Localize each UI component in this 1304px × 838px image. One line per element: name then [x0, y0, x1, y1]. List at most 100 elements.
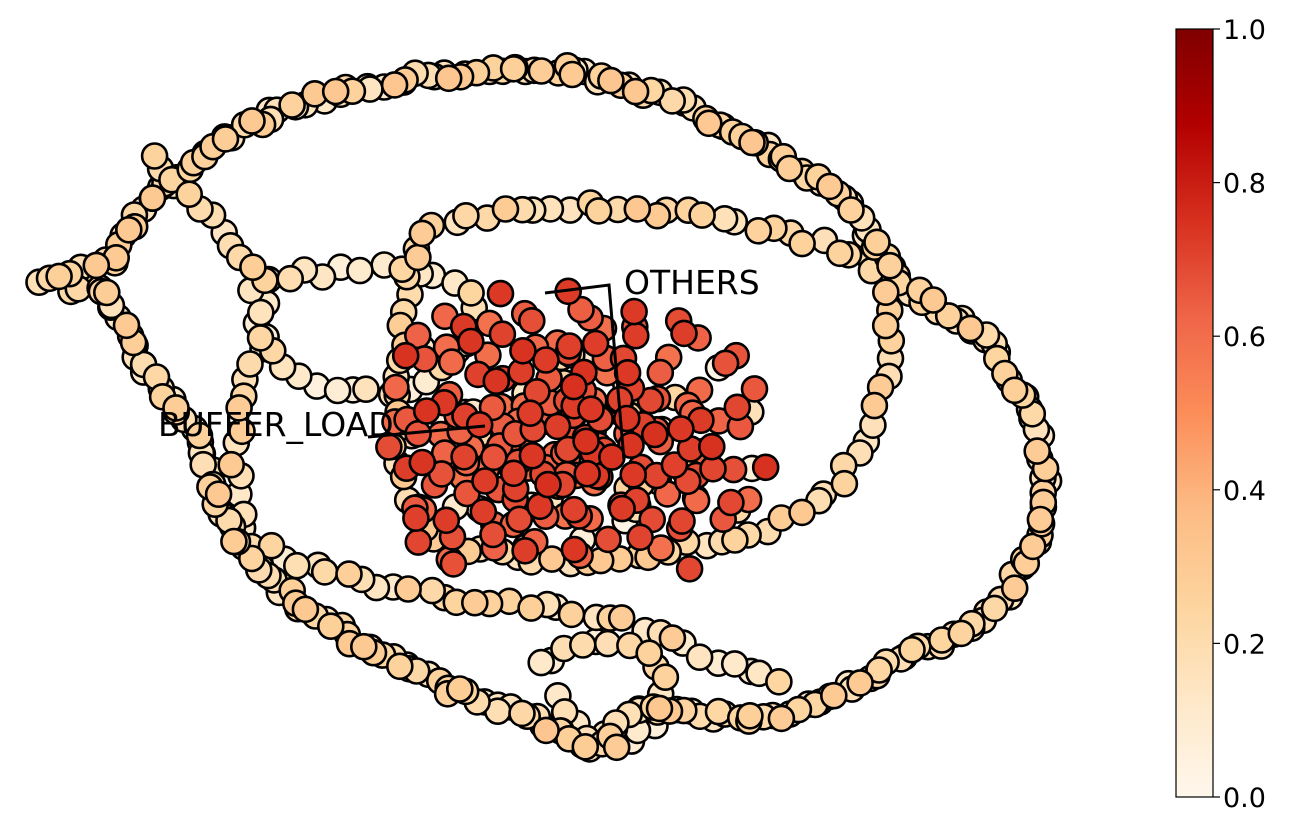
graph-node [457, 279, 485, 307]
graph-node [736, 701, 764, 730]
graph-node [282, 551, 311, 580]
graph-node [527, 57, 556, 85]
graph-node [640, 420, 669, 449]
graph-node [93, 278, 121, 307]
graph-node [346, 256, 374, 285]
graph-node [236, 350, 264, 378]
graph-node [482, 367, 511, 396]
graph-node [685, 643, 714, 672]
graph-node [568, 631, 597, 659]
graph-node [860, 391, 889, 420]
graph-node [947, 619, 976, 648]
graph-node [140, 142, 169, 170]
colorbar-tick-label: 0.0 [1223, 783, 1266, 814]
graph-node [432, 506, 461, 535]
graph-node [437, 348, 466, 376]
graph-node [898, 635, 926, 664]
graph-nodes [25, 52, 1063, 763]
graph-node [594, 525, 622, 554]
graph-node [291, 595, 320, 624]
graph-node [738, 128, 766, 157]
others-leader-line [544, 283, 626, 461]
graph-node [711, 349, 740, 378]
graph-node [621, 77, 650, 106]
graph-node [581, 329, 610, 358]
graph-node [865, 656, 893, 684]
graph-node [667, 415, 695, 443]
graph-node [577, 395, 605, 424]
graph-node [452, 202, 480, 230]
graph-node [316, 612, 345, 641]
graph-node [185, 421, 214, 450]
graph-node [239, 253, 267, 282]
graph-node [220, 527, 248, 556]
graph-node [408, 448, 437, 477]
graph-node [391, 341, 420, 370]
graph-node [1023, 437, 1051, 465]
graph-node [675, 554, 704, 583]
graph-node [509, 336, 537, 365]
graph-node [499, 55, 528, 83]
graph-node [573, 459, 602, 488]
graph-node [402, 504, 430, 533]
graph-node [335, 560, 363, 588]
graph-node [479, 520, 507, 549]
graph-node [543, 412, 572, 441]
others-label: OTHERS [624, 263, 760, 302]
graph-node [723, 393, 752, 422]
graph-node [276, 264, 305, 293]
graph-node [558, 60, 587, 89]
graph-node [623, 195, 652, 223]
graph-node [175, 180, 203, 208]
graph-node [571, 732, 600, 761]
graph-node [837, 196, 865, 224]
graph-node [871, 278, 900, 307]
graph-node [1019, 532, 1047, 561]
graph-node [717, 488, 745, 517]
colorbar: 0.00.20.40.60.81.0 [1175, 15, 1266, 814]
colorbar-tick-label: 0.8 [1223, 169, 1266, 200]
graph-node [607, 604, 636, 632]
graph-node [404, 528, 433, 556]
graph-node [584, 197, 613, 225]
graph-node [278, 91, 306, 119]
graph-node [765, 667, 793, 696]
graph-node [469, 497, 498, 526]
graph-node [508, 699, 536, 728]
graph-node [439, 550, 468, 578]
graph-node [310, 558, 339, 586]
graph-node [505, 505, 534, 534]
graph-node [697, 432, 726, 461]
graph-node [434, 64, 463, 93]
graph-node [382, 373, 410, 402]
graph-node [211, 125, 240, 153]
graph-node [491, 195, 520, 223]
colorbar-ticks: 0.00.20.40.60.81.0 [1213, 15, 1266, 814]
graph-node [980, 594, 1009, 623]
graph-node [720, 650, 749, 678]
graph-node [598, 443, 626, 471]
graph-node [721, 526, 749, 554]
graph-node [871, 311, 900, 340]
graph-node [612, 404, 641, 433]
graph-node [385, 652, 414, 681]
graph-node [668, 507, 696, 535]
graph-node [445, 675, 474, 703]
graph-node [404, 243, 432, 272]
graph-node [138, 184, 167, 212]
colorbar-gradient [1175, 28, 1214, 798]
graph-node [767, 704, 796, 733]
colorbar-tick-label: 0.2 [1223, 629, 1266, 660]
graph-node [450, 442, 478, 471]
graph-node [511, 536, 539, 565]
graph-node [670, 319, 698, 348]
graph-node [572, 427, 600, 456]
graph-node [517, 594, 545, 622]
graph-node [613, 358, 642, 387]
graph-node [1000, 574, 1029, 603]
graph-node [635, 639, 664, 668]
graph-node [516, 399, 545, 428]
graph-node [488, 320, 517, 349]
graph-node [408, 219, 437, 248]
